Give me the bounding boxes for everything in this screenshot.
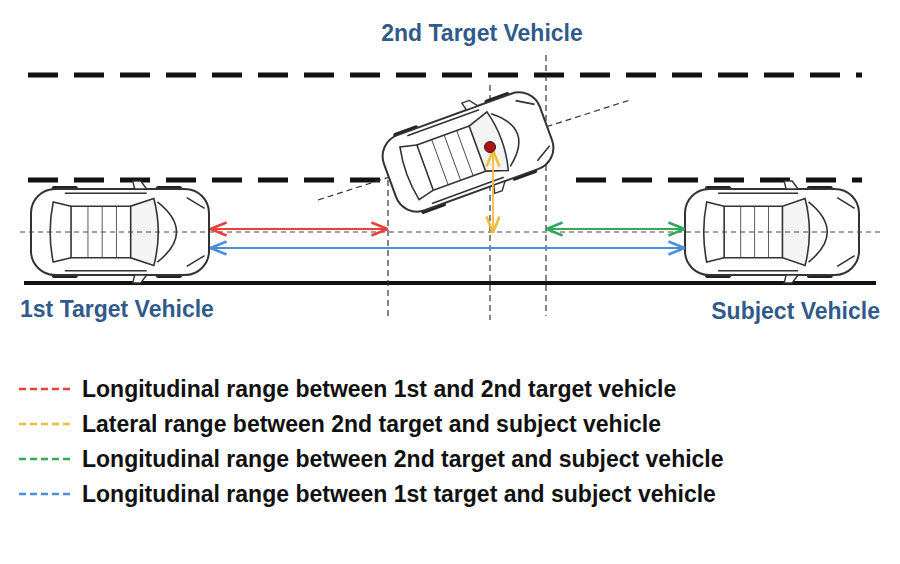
vehicle-label-top: 2nd Target Vehicle (381, 20, 583, 48)
road-edge (24, 281, 876, 285)
legend-swatch (18, 384, 74, 394)
legend-row: Longitudinal range between 1st target an… (18, 479, 716, 509)
legend-row: Lateral range between 2nd target and sub… (18, 409, 661, 439)
car-top-view (374, 79, 563, 226)
legend-swatch (18, 489, 74, 499)
legend-swatch (18, 419, 74, 429)
range-arrow (492, 152, 494, 231)
center-point (485, 142, 496, 153)
lane-marking (28, 73, 862, 78)
legend-text: Longitudinal range between 2nd target an… (82, 446, 724, 473)
centre-line (20, 232, 882, 233)
legend-row: Longitudinal range between 1st and 2nd t… (18, 374, 676, 404)
legend-text: Longitudinal range between 1st target an… (82, 481, 716, 508)
legend-row: Longitudinal range between 2nd target an… (18, 444, 724, 474)
reference-line (387, 160, 388, 320)
reference-line (545, 55, 546, 316)
legend-text: Longitudinal range between 1st and 2nd t… (82, 376, 676, 403)
lane-marking (576, 178, 862, 183)
lane-marking (28, 178, 400, 183)
range-arrow (212, 247, 683, 249)
vehicle-label: 1st Target Vehicle (20, 296, 214, 324)
legend-text: Lateral range between 2nd target and sub… (82, 411, 661, 438)
vehicle-label: Subject Vehicle (711, 298, 880, 326)
legend-swatch (18, 454, 74, 464)
range-arrow (212, 228, 386, 230)
range-arrow (548, 228, 683, 230)
